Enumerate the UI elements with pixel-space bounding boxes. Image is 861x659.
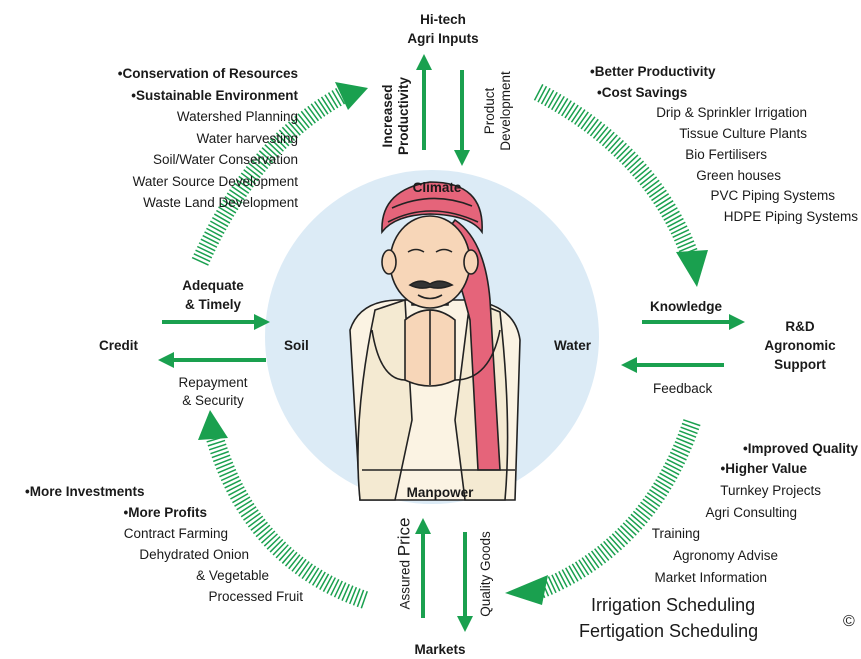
list-item: Higher Value xyxy=(720,458,807,480)
top-right-list-item: HDPE Piping Systems xyxy=(724,206,858,228)
bottom-right-list-item: Turnkey Projects xyxy=(720,480,821,502)
list-item: More Investments xyxy=(25,481,145,503)
bottom-right-list-item: Agri Consulting xyxy=(705,502,797,524)
label-assured-price: Assured Price xyxy=(394,517,414,610)
top-right-bullets: Better Productivity xyxy=(590,61,716,83)
bottom-right-bullet-2: Higher Value xyxy=(720,458,807,480)
list-item: Bio Fertilisers xyxy=(685,147,767,162)
bottom-right-list-item: Agronomy Advise xyxy=(673,545,778,567)
list-item: More Profits xyxy=(124,502,207,524)
copyright-symbol: © xyxy=(843,613,855,630)
list-item: Better Productivity xyxy=(590,61,716,83)
list-item: PVC Piping Systems xyxy=(710,188,835,203)
label-quality-goods: Quality Goods xyxy=(478,531,493,617)
top-left-list: Conservation of Resources Sustainable En… xyxy=(118,63,298,214)
list-item: Contract Farming xyxy=(123,526,228,541)
list-item: Water harvesting xyxy=(196,130,298,146)
circle-label-soil: Soil xyxy=(284,338,309,353)
bottom-title-markets: Markets xyxy=(414,642,466,657)
farmer-illustration xyxy=(349,181,521,501)
list-item-large: Fertigation Scheduling xyxy=(579,621,759,641)
list-item: Agronomy Advise xyxy=(672,548,778,563)
list-item: Cost Savings xyxy=(597,82,688,104)
list-item: Waste Land Development xyxy=(143,195,298,210)
left-lower-label-2: & Security xyxy=(182,393,244,408)
label-increased-productivity: Increased Productivity xyxy=(380,77,411,156)
left-upper-label-2: & Timely xyxy=(184,297,242,312)
top-right-list-item: Tissue Culture Plants xyxy=(679,123,807,145)
list-item: Processed Fruit xyxy=(208,589,303,604)
list-item: Turnkey Projects xyxy=(720,483,821,498)
right-lower-label: Feedback xyxy=(653,381,713,396)
curved-arrow-top-right xyxy=(533,84,699,259)
left-upper-label-1: Adequate xyxy=(182,278,244,293)
right-upper-label: Knowledge xyxy=(650,299,723,314)
circle-label-climate: Climate xyxy=(412,180,462,195)
list-item: Training xyxy=(651,526,700,541)
list-item: Agri Consulting xyxy=(705,505,797,520)
bottom-left-bullet-1: More Investments xyxy=(25,481,145,503)
bottom-left-list-item: & Vegetable xyxy=(196,565,269,587)
list-item: Drip & Sprinkler Irrigation xyxy=(656,105,807,120)
list-item: Soil/Water Conservation xyxy=(152,152,298,167)
bottom-right-bullet-1: Improved Quality xyxy=(743,438,858,460)
right-title-1: R&D xyxy=(785,319,815,334)
list-item: Water Source Development xyxy=(132,173,298,189)
top-right-list-item: Bio Fertilisers xyxy=(685,144,767,166)
list-item: Sustainable Environment xyxy=(118,85,298,107)
left-lower-label-1: Repayment xyxy=(178,375,248,390)
list-item: Dehydrated Onion xyxy=(139,547,249,562)
list-item: Market Information xyxy=(654,570,767,585)
bottom-right-list-item: Market Information xyxy=(654,567,767,589)
list-item: Conservation of Resources xyxy=(118,63,298,85)
curved-arrow-bottom-right xyxy=(536,419,701,599)
bottom-left-list-item: Dehydrated Onion xyxy=(139,544,249,566)
top-title-line2: Agri Inputs xyxy=(407,31,479,46)
bottom-right-list-item: Training xyxy=(652,523,700,545)
bottom-left-bullet-2: More Profits xyxy=(124,502,207,524)
list-item: HDPE Piping Systems xyxy=(723,209,858,224)
left-title-credit: Credit xyxy=(99,338,139,353)
list-item: & Vegetable xyxy=(196,568,269,583)
bottom-left-list-item: Processed Fruit xyxy=(208,586,303,608)
top-right-bullets-2: Cost Savings xyxy=(597,82,688,104)
bottom-left-list-item: Contract Farming xyxy=(124,523,228,545)
list-item: Tissue Culture Plants xyxy=(679,126,807,141)
top-title-line1: Hi-tech xyxy=(420,12,466,27)
top-right-list-item: PVC Piping Systems xyxy=(710,185,835,207)
list-item: Improved Quality xyxy=(743,438,858,460)
list-item: Watershed Planning xyxy=(176,109,298,124)
right-title-3: Support xyxy=(774,357,826,372)
circle-label-water: Water xyxy=(554,338,592,353)
list-item: Green houses xyxy=(696,168,781,183)
list-item-large: Irrigation Scheduling xyxy=(591,595,756,615)
top-right-list-item: Green houses xyxy=(696,165,781,187)
curved-arrow-top-left xyxy=(191,84,353,266)
top-right-list: Drip & Sprinkler Irrigation xyxy=(656,102,807,124)
label-product-development: Product Development xyxy=(482,71,513,151)
right-title-2: Agronomic xyxy=(764,338,836,353)
circle-label-manpower: Manpower xyxy=(406,485,474,500)
